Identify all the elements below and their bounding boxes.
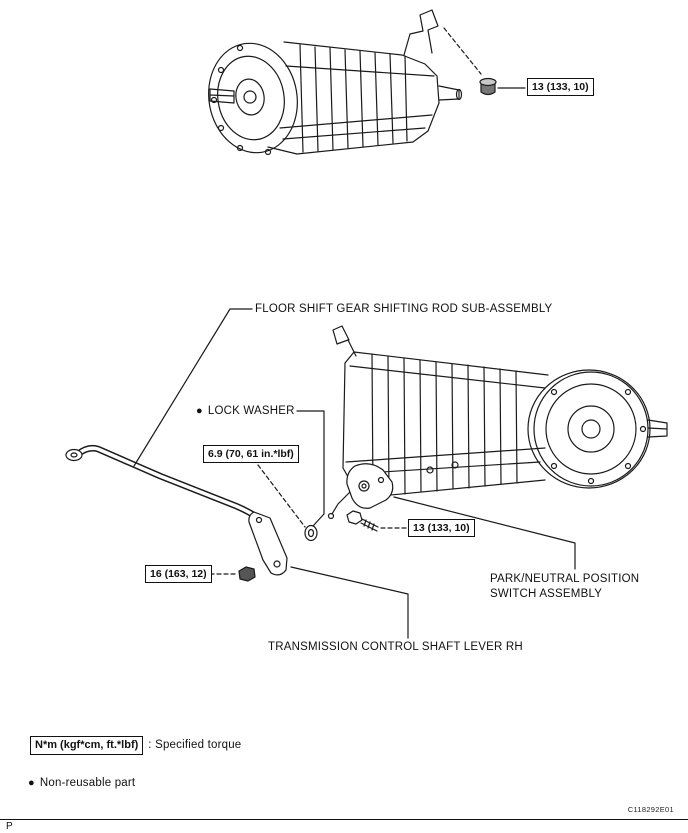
label-lock-washer: ● LOCK WASHER (196, 404, 295, 419)
park-neutral-line1: PARK/NEUTRAL POSITION (490, 573, 640, 585)
non-reusable-bullet-icon: ● (28, 777, 35, 789)
leader-top-dashed (443, 27, 482, 75)
page-divider (0, 819, 688, 820)
non-reusable-text: Non-reusable part (39, 777, 136, 789)
park-neutral-switch-icon (327, 463, 394, 520)
figure-code: C118292E01 (627, 805, 674, 814)
torque-unit-box: N*m (kgf*cm, ft.*lbf) (30, 736, 144, 755)
torque-callout-lock-washer: 6.9 (70, 61 in.*lbf) (203, 445, 299, 463)
label-floor-shift-rod: FLOOR SHIFT GEAR SHIFTING ROD SUB-ASSEMB… (255, 303, 553, 315)
label-control-shaft-lever: TRANSMISSION CONTROL SHAFT LEVER RH (268, 641, 523, 653)
switch-bolt-icon (346, 510, 379, 532)
drain-plug-icon (479, 77, 497, 96)
transmission-top-drawing (208, 9, 463, 156)
lock-washer-icon (304, 524, 318, 542)
rod-nut-icon (238, 566, 256, 582)
leader-floor-shift (133, 308, 253, 467)
torque-callout-plug: 13 (133, 10) (527, 78, 594, 96)
lock-washer-text: LOCK WASHER (207, 405, 295, 417)
park-neutral-line2: SWITCH ASSEMBLY (490, 588, 603, 600)
leader-control-lever (290, 566, 409, 639)
page-marker: P (6, 821, 13, 832)
legend-non-reusable: ● Non-reusable part (28, 776, 135, 791)
torque-callout-switch-bolt: 13 (133, 10) (408, 519, 475, 537)
control-shaft-lever-drawing (248, 511, 288, 576)
torque-callout-rod-nut: 16 (163, 12) (145, 565, 212, 583)
leader-lock-washer (296, 410, 325, 527)
non-reusable-bullet-icon: ● (196, 405, 203, 417)
leader-lock-washer-torque-dashed (257, 464, 306, 528)
legend-torque: N*m (kgf*cm, ft.*lbf) : Specified torque (30, 736, 241, 755)
label-park-neutral-switch: PARK/NEUTRAL POSITION SWITCH ASSEMBLY (490, 572, 639, 602)
leader-park-neutral (393, 496, 576, 570)
torque-description: : Specified torque (148, 739, 242, 751)
